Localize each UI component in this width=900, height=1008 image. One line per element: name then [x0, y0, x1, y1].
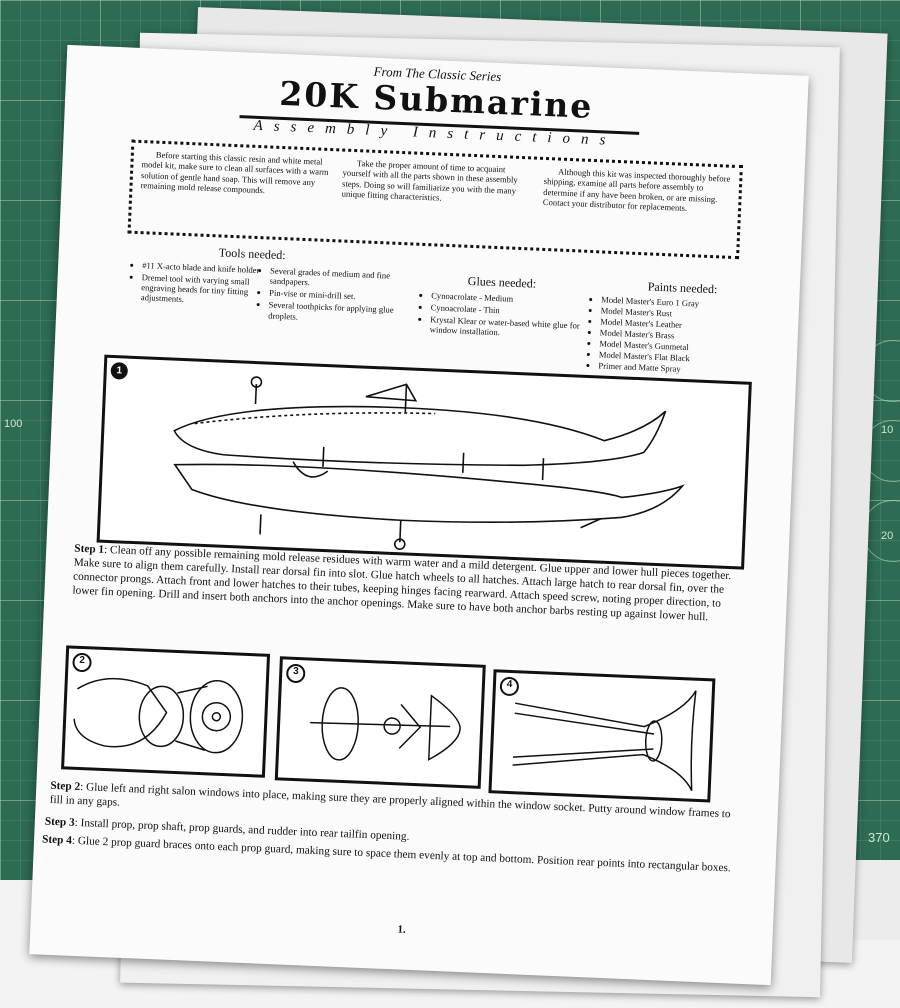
- step3-diagram: 3: [274, 656, 486, 789]
- prop-guard-illustration: [512, 690, 697, 791]
- tools-list-2: Several grades of medium and fine sandpa…: [254, 265, 400, 328]
- glues-list: Cynoacrolate - Medium Cynoacrolate - Thi…: [415, 290, 581, 343]
- glues-heading: Glues needed:: [467, 273, 537, 291]
- submarine-hull-illustration: [173, 376, 685, 551]
- salon-window-illustration: [73, 677, 244, 754]
- mat-number: 10: [881, 424, 894, 436]
- paints-heading: Paints needed:: [647, 279, 718, 297]
- step-label: Step 2: [50, 779, 81, 794]
- tools-heading: Tools needed:: [218, 245, 286, 263]
- intro-paragraph: Take the proper amount of time to acquai…: [341, 158, 518, 203]
- instruction-sheet: From The Classic Series 20K Submarine As…: [29, 44, 809, 986]
- prop-assembly-illustration: [310, 687, 461, 761]
- intro-box: Before starting this classic resin and w…: [127, 139, 743, 260]
- tool-item: Dremel tool with varying small engraving…: [141, 272, 262, 307]
- step2-diagram: 2: [61, 645, 271, 778]
- tool-item: Several grades of medium and fine sandpa…: [269, 266, 400, 292]
- step-label: Step 3: [44, 815, 75, 829]
- mat-number: 370: [868, 830, 890, 845]
- step-label: Step 1: [74, 542, 105, 556]
- mat-number: 100: [4, 418, 23, 430]
- step-label: Step 4: [41, 833, 73, 847]
- mat-number: 20: [881, 530, 894, 542]
- paints-list: Model Master's Euro 1 Gray Model Master'…: [584, 294, 771, 380]
- glue-item: Krystal Klear or water-based white glue …: [430, 315, 581, 342]
- step1-diagram: 1: [96, 354, 752, 570]
- intro-paragraph: Although this kit was inspected thorough…: [542, 166, 731, 213]
- intro-paragraph: Before starting this classic resin and w…: [140, 149, 329, 196]
- tools-list-1: #11 X-acto blade and knife holder Dremel…: [127, 260, 263, 310]
- page-number: 1.: [397, 923, 406, 936]
- step4-diagram: 4: [488, 669, 716, 803]
- tool-item: Several toothpicks for applying glue dro…: [268, 300, 399, 326]
